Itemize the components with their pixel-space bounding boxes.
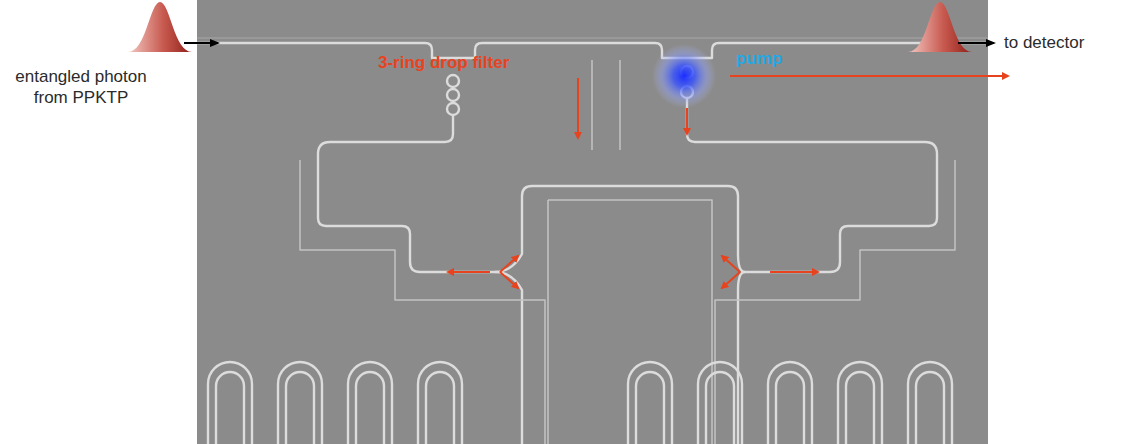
pump-label: pump xyxy=(736,48,816,69)
photon-pulse xyxy=(908,2,972,52)
input-label: entangled photon from PPKTP xyxy=(6,66,156,108)
sem-ground xyxy=(197,0,988,444)
pump-glow xyxy=(652,44,716,108)
filter-label: 3-ring drop filter xyxy=(378,52,568,73)
photon-pulse xyxy=(128,2,192,52)
waveguides xyxy=(197,38,988,444)
photon-arrow xyxy=(184,42,218,44)
photon-arrow xyxy=(958,42,994,44)
flow-arrows xyxy=(448,76,1008,288)
output-label: to detector xyxy=(1004,32,1130,53)
